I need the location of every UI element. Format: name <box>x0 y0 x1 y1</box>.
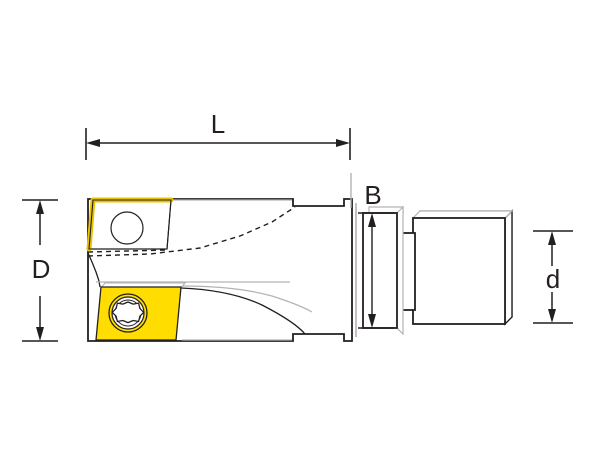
B-arrowhead-top <box>368 213 376 227</box>
L-arrowhead-left <box>86 139 100 147</box>
lower-flute-curve <box>180 287 306 335</box>
dimension-label-d: d <box>546 264 560 294</box>
dimension-length-L: L <box>85 109 351 160</box>
shank-chamfer-edge <box>504 209 513 326</box>
dimension-shank-diameter-d: d <box>533 230 573 324</box>
dimension-label-B: B <box>364 180 381 210</box>
dimension-diameter-D: D <box>22 199 58 342</box>
upper-flute-hidden-lines <box>87 201 296 257</box>
dimension-width-B: B <box>350 173 394 329</box>
body-mid-left-edge <box>87 252 101 288</box>
dimension-label-D: D <box>32 254 51 284</box>
torx-star-recess <box>111 301 145 324</box>
D-arrowhead-top <box>36 200 44 214</box>
upper-pocket-hidden-base <box>87 249 169 253</box>
B-arrowhead-bottom <box>368 314 376 328</box>
D-arrowhead-bottom <box>36 327 44 341</box>
upper-insert-outline <box>88 199 172 250</box>
mounting-flange <box>362 212 398 329</box>
L-arrowhead-right <box>336 139 350 147</box>
lower-carbide-insert <box>95 282 187 341</box>
lower-flute-lines <box>180 285 313 335</box>
lower-insert-torx-screw-icon <box>108 293 148 333</box>
d-arrowhead-bottom <box>548 309 556 323</box>
shank-top-chamfer <box>411 210 514 219</box>
upper-insert-screw-bore-icon <box>110 211 144 245</box>
d-arrowhead-top <box>548 231 556 245</box>
lower-flute-shadow-curve <box>181 285 313 313</box>
upper-carbide-insert <box>86 197 174 252</box>
dimension-label-L: L <box>211 109 225 139</box>
shank-main-face <box>412 217 506 325</box>
tool-shank-group <box>411 209 514 326</box>
mounting-flange-group <box>362 205 404 336</box>
upper-flute-hidden-curve <box>87 206 296 257</box>
